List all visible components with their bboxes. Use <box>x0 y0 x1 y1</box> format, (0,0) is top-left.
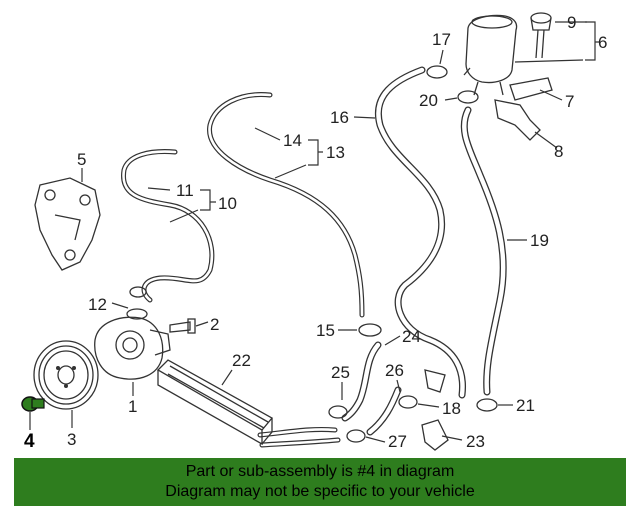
parts-diagram: 1 2 3 4 5 6 7 8 9 10 11 12 13 14 15 16 1… <box>21 12 607 452</box>
callout-19[interactable]: 19 <box>530 231 549 250</box>
callout-8[interactable]: 8 <box>554 142 563 161</box>
callout-18[interactable]: 18 <box>442 399 461 418</box>
callout-23[interactable]: 23 <box>466 432 485 451</box>
callout-20[interactable]: 20 <box>419 91 438 110</box>
callout-16[interactable]: 16 <box>330 108 349 127</box>
cooler-hose[interactable] <box>341 341 402 436</box>
return-line[interactable] <box>207 92 365 318</box>
reservoir[interactable] <box>463 14 518 96</box>
line-bracket[interactable] <box>421 419 449 451</box>
reservoir-cap[interactable] <box>530 12 552 59</box>
hose-clamp[interactable] <box>328 65 498 443</box>
callout-27[interactable]: 27 <box>388 432 407 451</box>
callout-5[interactable]: 5 <box>77 150 86 169</box>
callout-1[interactable]: 1 <box>128 397 137 416</box>
callout-17[interactable]: 17 <box>432 30 451 49</box>
callout-13[interactable]: 13 <box>326 143 345 162</box>
reservoir-hose[interactable] <box>375 66 467 399</box>
callout-21[interactable]: 21 <box>516 396 535 415</box>
power-steering-pump[interactable] <box>94 286 171 380</box>
callout-7[interactable]: 7 <box>565 92 574 111</box>
callout-25[interactable]: 25 <box>331 363 350 382</box>
o-ring-seal[interactable] <box>126 308 148 320</box>
mounting-bracket[interactable] <box>494 99 541 141</box>
oil-cooler[interactable] <box>156 359 274 446</box>
highlight-banner: Part or sub-assembly is #4 in diagram Di… <box>14 458 626 506</box>
callout-9[interactable]: 9 <box>567 13 576 32</box>
callout-6[interactable]: 6 <box>598 33 607 52</box>
callout-11[interactable]: 11 <box>176 181 194 200</box>
callout-10[interactable]: 10 <box>218 194 237 213</box>
pulley-bolt-highlighted[interactable] <box>21 396 45 412</box>
pump-bracket[interactable] <box>34 177 101 271</box>
banner-line-disclaimer: Diagram may not be specific to your vehi… <box>165 483 475 500</box>
callout-leaders <box>29 21 600 443</box>
callout-22[interactable]: 22 <box>232 351 251 370</box>
callout-15[interactable]: 15 <box>316 321 335 340</box>
pump-pulley[interactable] <box>33 340 99 410</box>
pump-bolt[interactable] <box>169 318 196 334</box>
callout-4[interactable]: 4 <box>24 431 35 452</box>
callout-2[interactable]: 2 <box>210 315 219 334</box>
suction-hose[interactable] <box>460 106 507 396</box>
reservoir-bracket[interactable] <box>509 77 553 101</box>
hose-bracket <box>424 369 446 393</box>
banner-line-part: Part or sub-assembly is #4 in diagram <box>185 463 455 480</box>
callout-12[interactable]: 12 <box>88 295 107 314</box>
pressure-line[interactable] <box>121 149 215 303</box>
callout-3[interactable]: 3 <box>67 430 76 449</box>
callout-26[interactable]: 26 <box>385 361 404 380</box>
callout-24[interactable]: 24 <box>402 327 421 346</box>
callout-14[interactable]: 14 <box>283 131 302 150</box>
